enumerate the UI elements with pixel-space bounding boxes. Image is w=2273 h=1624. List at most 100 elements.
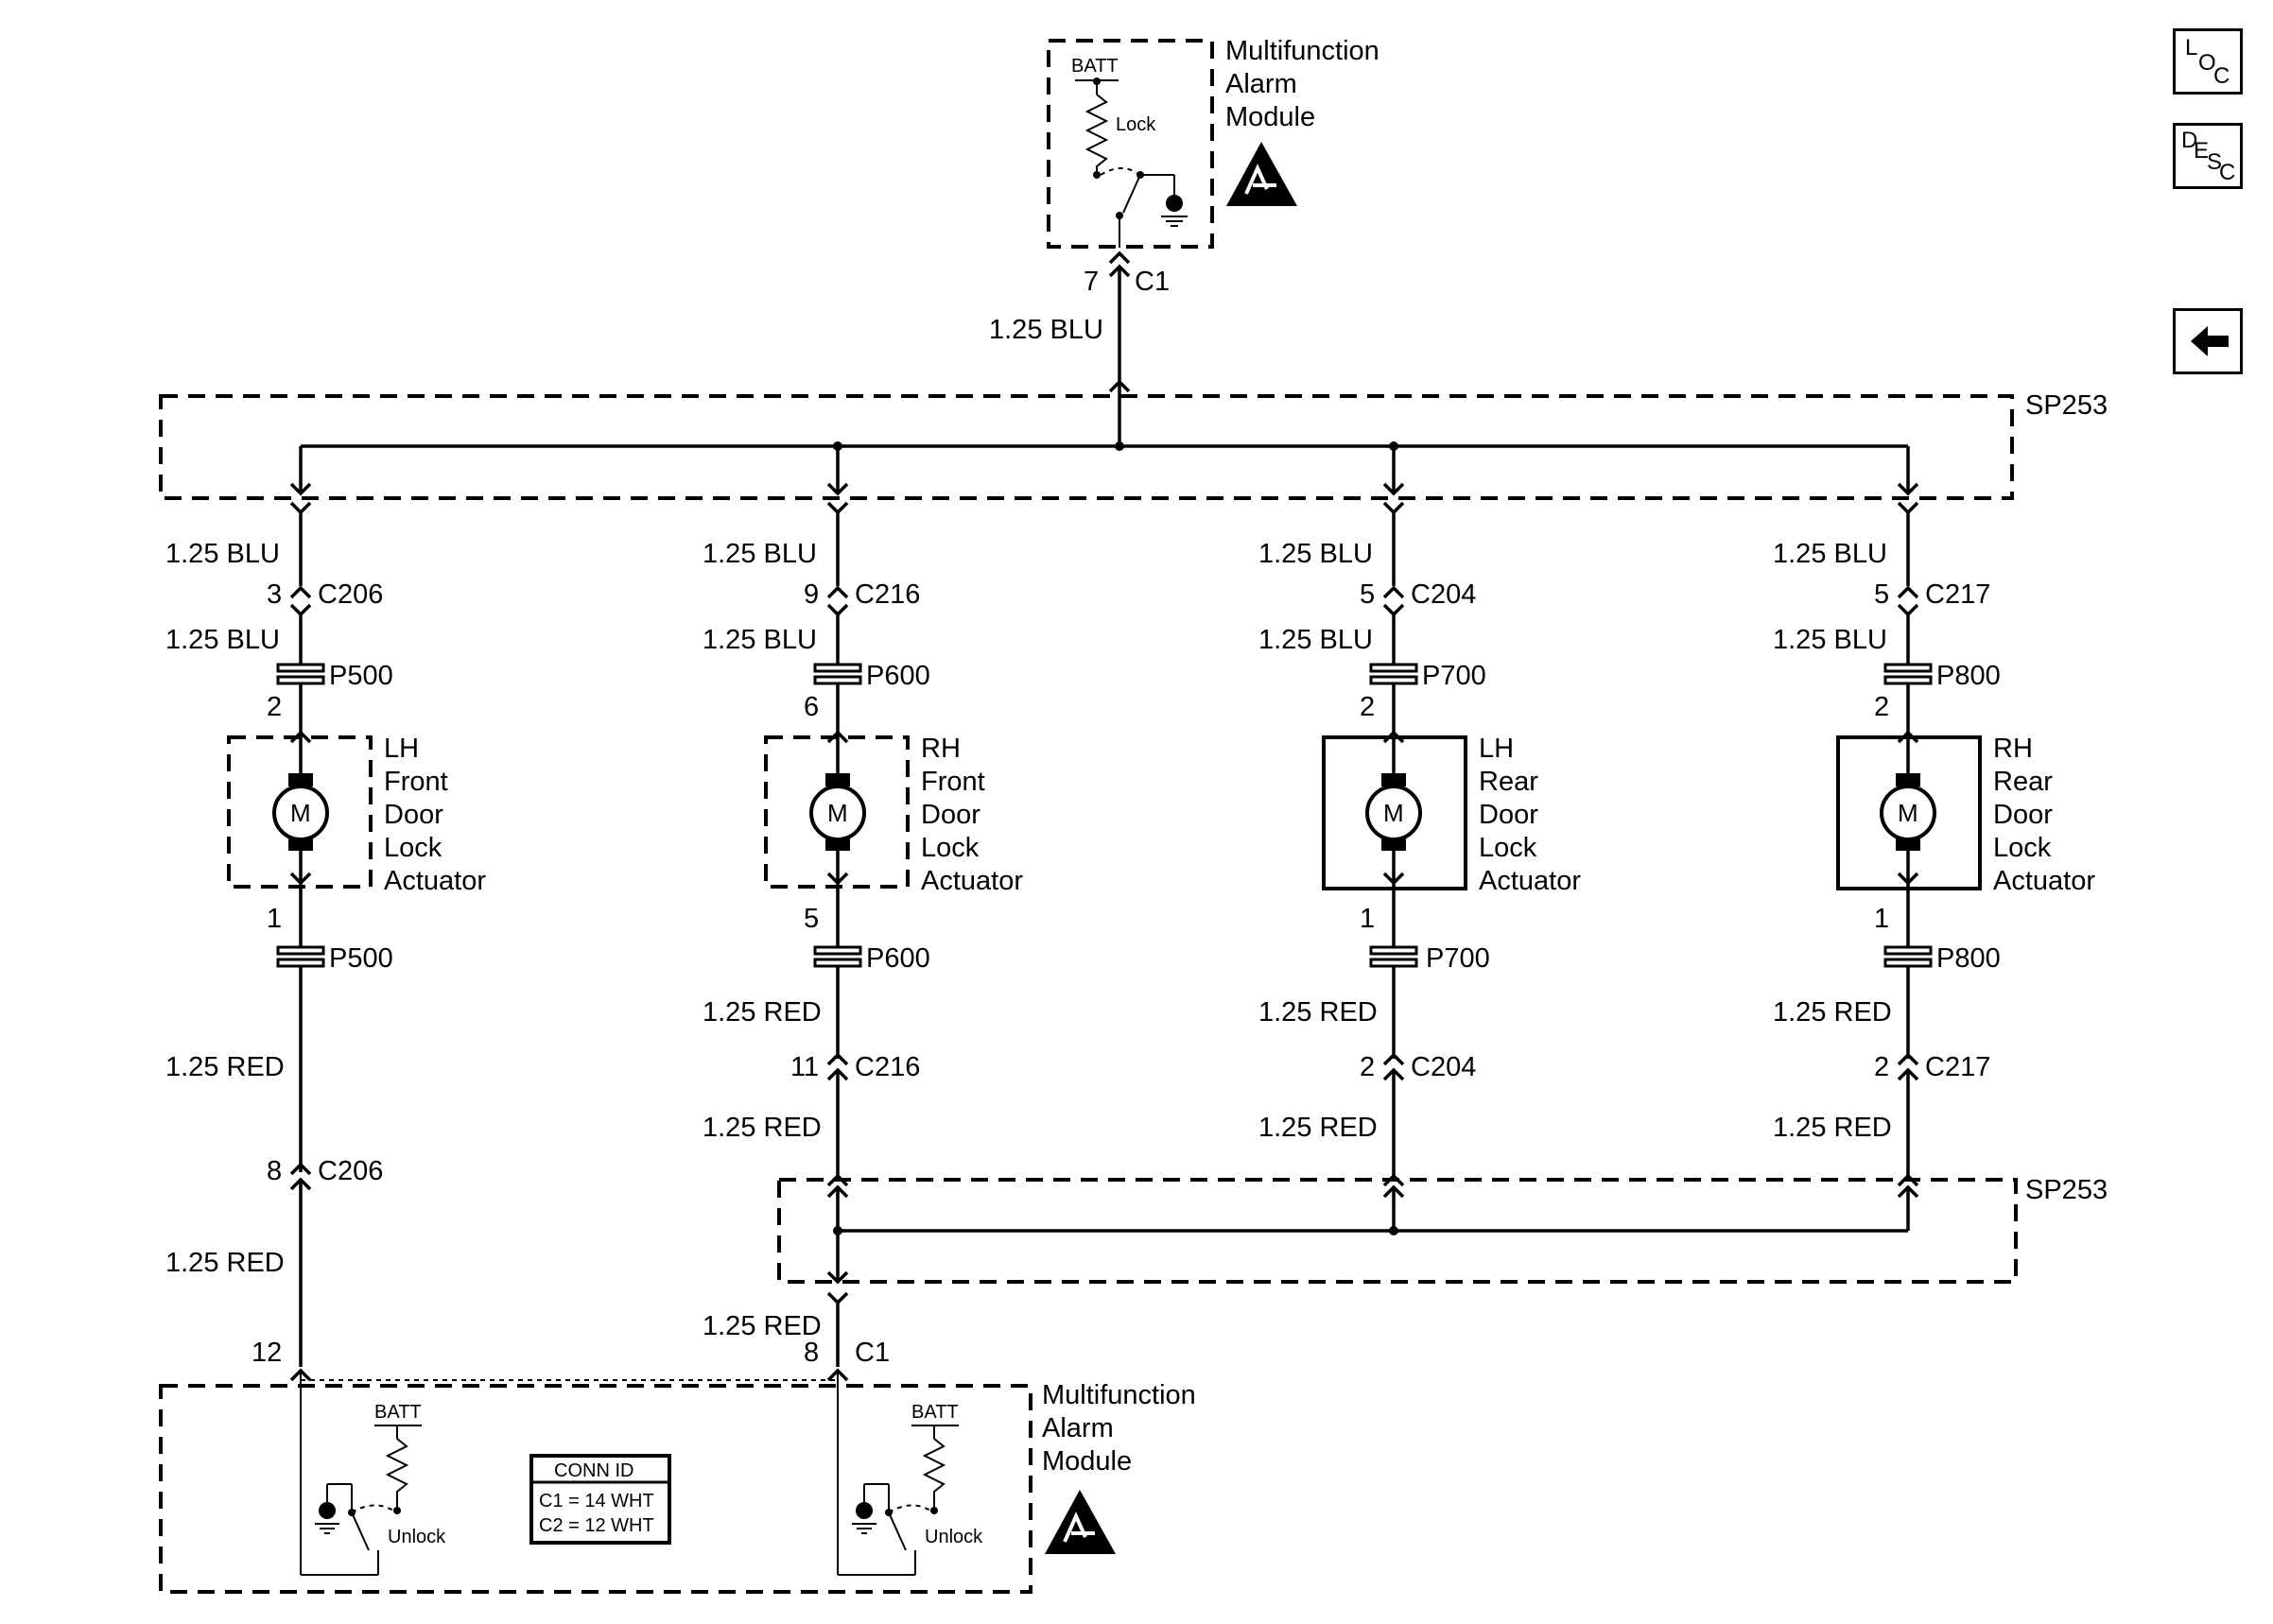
lhf-name-3: Door bbox=[384, 800, 443, 830]
lhr-wire-d: 1.25 RED bbox=[1258, 1113, 1378, 1143]
bottom-module-esd-icon bbox=[1045, 1490, 1116, 1554]
wiring-schematic: BATT Lock Multifunction Alarm Module 7 C… bbox=[159, 36, 2108, 1594]
rhr-pin-top: 2 bbox=[1874, 692, 1889, 722]
lhr-name-1: LH bbox=[1479, 734, 1514, 764]
rhf-wire-b: 1.25 BLU bbox=[703, 625, 817, 655]
bottom-module-title-3: Module bbox=[1042, 1446, 1132, 1477]
top-lock-label: Lock bbox=[1116, 114, 1156, 135]
lhr-pin-top: 2 bbox=[1360, 692, 1375, 722]
rhf-pin-c: 11 bbox=[790, 1052, 819, 1082]
lhf-pin-top: 2 bbox=[267, 692, 282, 722]
lhf-wire-a: 1.25 BLU bbox=[165, 539, 280, 569]
top-module-pin: 7 bbox=[1084, 267, 1099, 297]
top-batt-label: BATT bbox=[1071, 56, 1119, 77]
lhr-wire-c: 1.25 RED bbox=[1258, 997, 1378, 1028]
lhr-wire-b: 1.25 BLU bbox=[1258, 625, 1373, 655]
conn-id-row-1: C1 = 14 WHT bbox=[539, 1491, 654, 1512]
top-splice: SP253 bbox=[159, 390, 2108, 500]
rhr-conn-c: C217 bbox=[1925, 1052, 1990, 1082]
rhr-pin-bottom: 1 bbox=[1874, 904, 1889, 934]
conn-id-box: CONN ID C1 = 14 WHT C2 = 12 WHT bbox=[529, 1454, 671, 1545]
bottom-module-wire-in: 1.25 RED bbox=[703, 1311, 822, 1341]
back-button[interactable] bbox=[2173, 308, 2243, 374]
rhr-name-3: Door bbox=[1993, 800, 2053, 830]
lhf-pin-bottom: 1 bbox=[267, 904, 282, 934]
top-module-title-1: Multifunction bbox=[1225, 36, 1379, 66]
rhf-name-4: Lock bbox=[921, 833, 980, 863]
rhf-conn-a: C216 bbox=[855, 579, 920, 610]
rhr-wire-c: 1.25 RED bbox=[1773, 997, 1892, 1028]
lhr-pin-bottom: 1 bbox=[1360, 904, 1375, 934]
branch-rh-front: 1.25 BLU 9 C216 1.25 BLU P600 6 M RH Fro… bbox=[703, 446, 1023, 1182]
rhf-plug-bottom: P600 bbox=[866, 943, 930, 974]
lhf-name-1: LH bbox=[384, 734, 419, 764]
lhf-motor-label: M bbox=[290, 799, 311, 827]
desc-button[interactable]: D E S C bbox=[2173, 123, 2243, 189]
lhr-motor-label: M bbox=[1383, 799, 1404, 827]
rhr-plug-bottom: P800 bbox=[1936, 943, 2001, 974]
top-module-outline bbox=[1047, 39, 1214, 249]
rhf-wire-d: 1.25 RED bbox=[703, 1113, 822, 1143]
branch-lh-rear: 1.25 BLU 5 C204 1.25 BLU P700 2 M LH Rea… bbox=[1258, 446, 1581, 1182]
desc-letter-e: E bbox=[2194, 138, 2210, 164]
lhf-wire-d: 1.25 RED bbox=[165, 1248, 285, 1278]
rhf-name-5: Actuator bbox=[921, 866, 1023, 896]
lhf-module-pin: 12 bbox=[252, 1338, 282, 1368]
branch-rh-rear: 1.25 BLU 5 C217 1.25 BLU P800 2 M RH Rea… bbox=[1773, 446, 2095, 1182]
desc-letter-c: C bbox=[2219, 160, 2236, 185]
rhf-pin-bottom: 5 bbox=[804, 904, 819, 934]
bottom-module-title-2: Alarm bbox=[1042, 1413, 1114, 1443]
bottom-module-title-1: Multifunction bbox=[1042, 1380, 1196, 1410]
lhf-plug-top: P500 bbox=[329, 661, 393, 691]
lhr-name-4: Lock bbox=[1479, 833, 1537, 863]
rhf-name-3: Door bbox=[921, 800, 980, 830]
bottom-module-connector: C1 bbox=[855, 1338, 890, 1368]
right-unlock-label: Unlock bbox=[925, 1527, 983, 1547]
rhf-pin-top: 6 bbox=[804, 692, 819, 722]
left-batt-label: BATT bbox=[374, 1402, 422, 1423]
rhf-conn-c: C216 bbox=[855, 1052, 920, 1082]
bottom-alarm-module: BATT Unlock CONN ID C1 = 14 WHT C2 = 12 … bbox=[159, 1373, 1196, 1594]
rhr-conn-a: C217 bbox=[1925, 579, 1990, 610]
rhf-wire-a: 1.25 BLU bbox=[703, 539, 817, 569]
branch-lh-front: 1.25 BLU 3 C206 1.25 BLU P500 2 M LH Fro… bbox=[165, 446, 486, 1382]
loc-letter-c: C bbox=[2213, 63, 2230, 89]
conn-id-row-2: C2 = 12 WHT bbox=[539, 1515, 654, 1536]
lhr-pin-c: 2 bbox=[1360, 1052, 1375, 1082]
desc-letter-s: S bbox=[2207, 149, 2223, 175]
loc-letter-o: O bbox=[2198, 50, 2216, 76]
rhr-name-2: Rear bbox=[1993, 767, 2053, 797]
rhr-motor-label: M bbox=[1898, 799, 1918, 827]
bottom-splice-label: SP253 bbox=[2025, 1175, 2108, 1205]
bottom-module-outline bbox=[159, 1384, 1032, 1594]
lhf-name-4: Lock bbox=[384, 833, 442, 863]
lhr-name-5: Actuator bbox=[1479, 866, 1581, 896]
rhr-wire-d: 1.25 RED bbox=[1773, 1113, 1892, 1143]
loc-letter-l: L bbox=[2185, 35, 2198, 60]
lhr-pin-a: 5 bbox=[1360, 579, 1375, 610]
top-alarm-module: BATT Lock Multifunction Alarm Module bbox=[1047, 36, 1379, 249]
rhr-pin-a: 5 bbox=[1874, 579, 1889, 610]
rhf-name-1: RH bbox=[921, 734, 961, 764]
left-unlock-label: Unlock bbox=[388, 1527, 446, 1547]
top-module-title-3: Module bbox=[1225, 102, 1315, 132]
lhf-conn-a: C206 bbox=[318, 579, 383, 610]
lhf-wire-b: 1.25 BLU bbox=[165, 625, 280, 655]
rhr-pin-c: 2 bbox=[1874, 1052, 1889, 1082]
rhf-wire-c: 1.25 RED bbox=[703, 997, 822, 1028]
top-splice-outline bbox=[159, 394, 2014, 500]
rhf-name-2: Front bbox=[921, 767, 985, 797]
lhf-pin-c: 8 bbox=[267, 1156, 282, 1186]
rhf-pin-a: 9 bbox=[804, 579, 819, 610]
loc-button[interactable]: L O C bbox=[2173, 28, 2243, 95]
conn-id-header: CONN ID bbox=[554, 1460, 633, 1481]
lhf-name-2: Front bbox=[384, 767, 448, 797]
lhr-name-2: Rear bbox=[1479, 767, 1538, 797]
rhr-name-4: Lock bbox=[1993, 833, 2052, 863]
desc-letter-d: D bbox=[2181, 128, 2198, 153]
lhf-conn-c: C206 bbox=[318, 1156, 383, 1186]
lhf-wire-c: 1.25 RED bbox=[165, 1052, 285, 1082]
bottom-module-pin: 8 bbox=[804, 1338, 819, 1368]
rhr-wire-a: 1.25 BLU bbox=[1773, 539, 1887, 569]
lhr-name-3: Door bbox=[1479, 800, 1538, 830]
